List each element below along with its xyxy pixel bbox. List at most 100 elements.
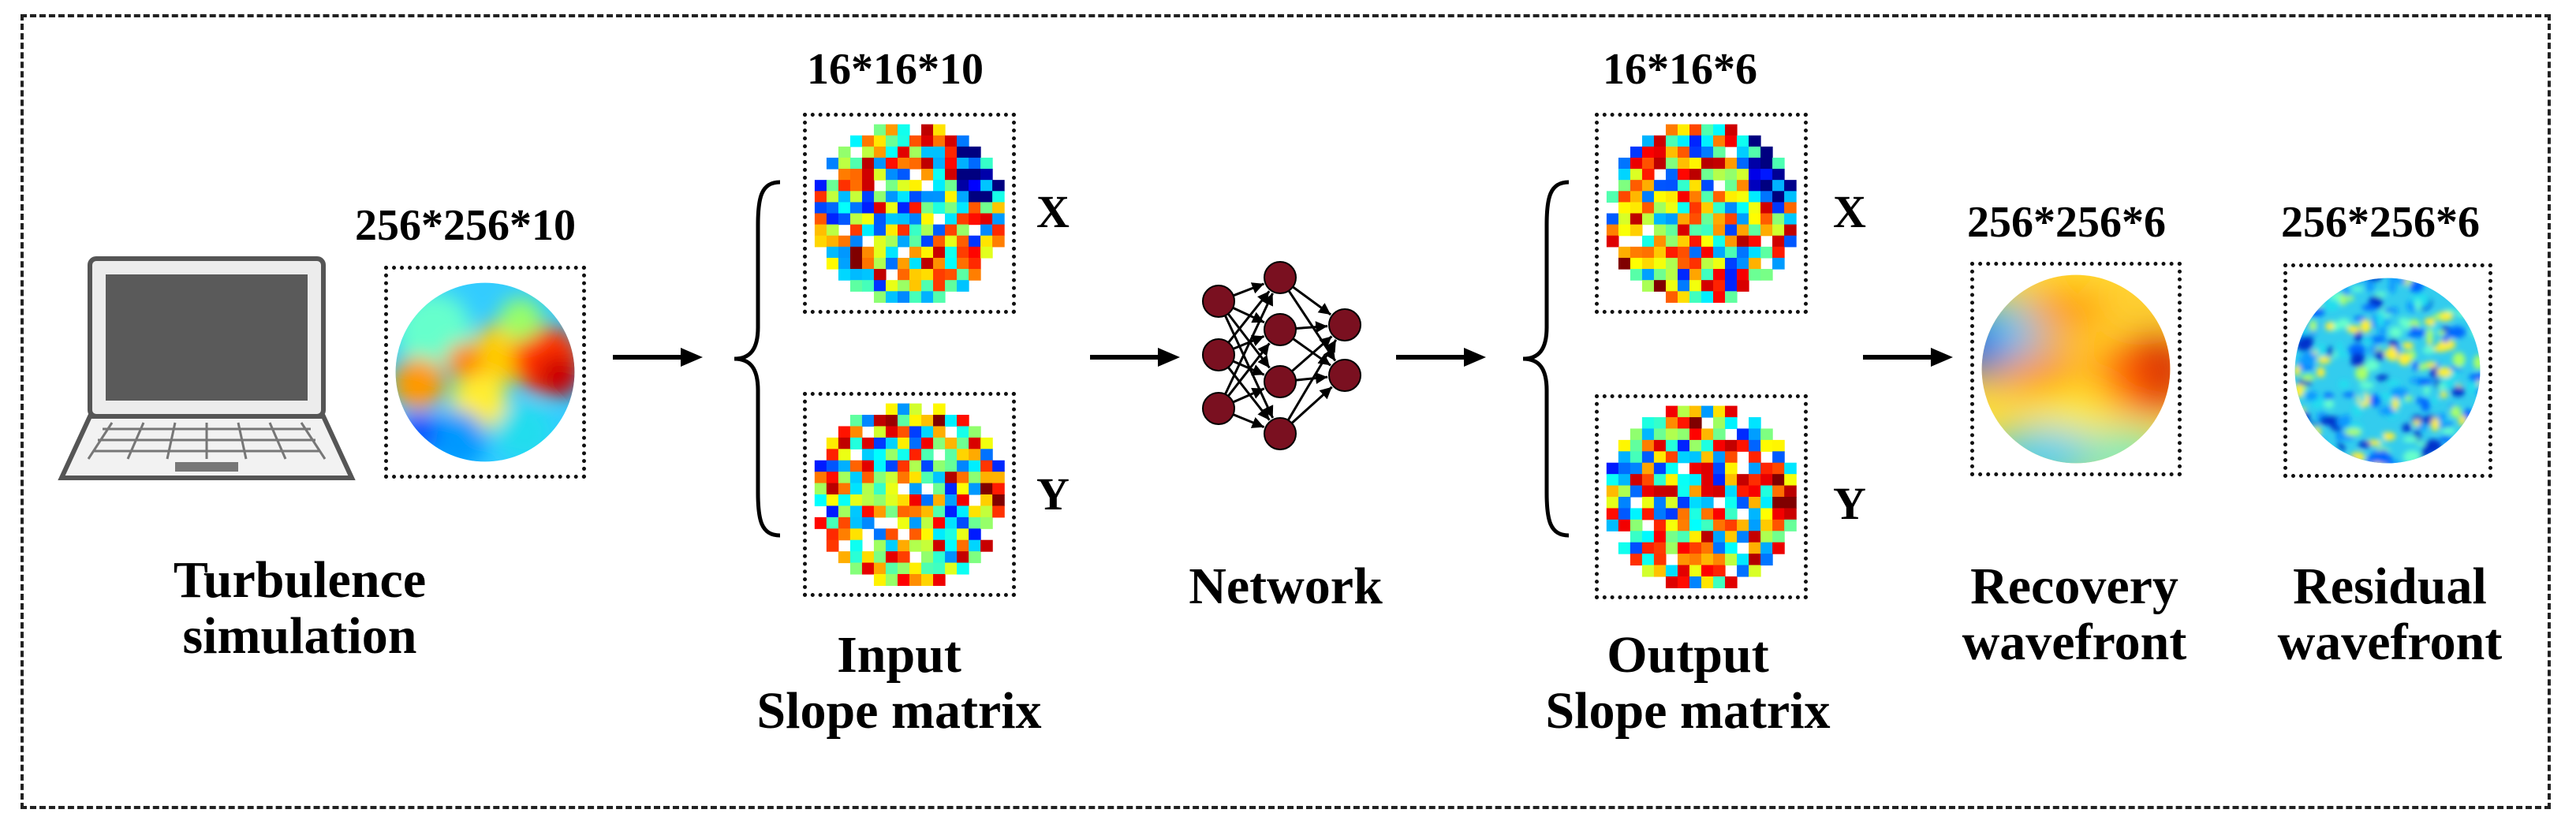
slope-cell bbox=[1630, 146, 1643, 159]
slope-cell bbox=[838, 483, 851, 495]
slope-cell bbox=[921, 246, 934, 259]
slope-cell bbox=[1653, 417, 1667, 430]
slope-cell bbox=[1749, 269, 1761, 281]
slope-cell bbox=[1665, 576, 1678, 588]
slope-cell bbox=[1677, 542, 1690, 554]
slope-cell bbox=[1725, 531, 1738, 543]
slope-cell bbox=[957, 135, 969, 147]
slope-cell bbox=[1689, 269, 1702, 281]
slope-cell bbox=[1701, 257, 1714, 270]
slope-cell bbox=[957, 191, 969, 203]
input-y-label: Y bbox=[1036, 468, 1070, 520]
slope-cell bbox=[909, 213, 922, 226]
slope-cell bbox=[933, 528, 946, 541]
slope-cell bbox=[980, 437, 993, 449]
slope-cell bbox=[897, 257, 910, 270]
slope-cell bbox=[1760, 246, 1773, 259]
slope-cell bbox=[897, 280, 910, 292]
slope-cell bbox=[1665, 417, 1678, 430]
slope-cell bbox=[980, 213, 993, 226]
network-edge bbox=[1286, 339, 1338, 421]
slope-cell bbox=[921, 202, 934, 214]
slope-cell bbox=[1653, 542, 1667, 554]
slope-cell bbox=[1737, 474, 1749, 487]
slope-cell bbox=[1641, 497, 1655, 509]
slope-cell bbox=[921, 528, 934, 541]
slope-cell bbox=[909, 246, 922, 259]
slope-cell bbox=[1630, 519, 1643, 531]
slope-cell bbox=[861, 157, 875, 170]
slope-cell bbox=[1677, 269, 1690, 281]
slope-cell bbox=[1737, 213, 1749, 226]
slope-cell bbox=[1772, 497, 1785, 509]
slope-cell bbox=[1713, 124, 1726, 136]
slope-cell bbox=[945, 415, 958, 427]
slope-cell bbox=[1784, 213, 1797, 226]
slope-cell bbox=[1701, 565, 1714, 577]
slope-cell bbox=[1653, 135, 1667, 147]
slope-cell bbox=[933, 415, 946, 427]
slope-cell bbox=[909, 426, 922, 438]
slope-cell bbox=[992, 494, 1005, 506]
slope-cell bbox=[1641, 202, 1655, 214]
slope-cell bbox=[992, 202, 1005, 214]
slope-cell bbox=[933, 517, 946, 529]
slope-cell bbox=[897, 191, 910, 203]
slope-cell bbox=[885, 180, 898, 192]
slope-cell bbox=[1701, 235, 1714, 248]
slope-cell bbox=[1737, 257, 1749, 270]
slope-cell bbox=[957, 257, 969, 270]
input-caption-line1: Input bbox=[837, 626, 961, 684]
slope-cell bbox=[1630, 531, 1643, 543]
slope-cell bbox=[1725, 542, 1738, 554]
slope-cell bbox=[945, 539, 958, 552]
slope-cell bbox=[1737, 428, 1749, 441]
slope-cell bbox=[1737, 180, 1749, 192]
slope-cell bbox=[849, 180, 863, 192]
slope-cell bbox=[826, 437, 839, 449]
arrow-2 bbox=[1090, 348, 1180, 367]
slope-cell bbox=[1725, 169, 1738, 181]
slope-cell bbox=[933, 472, 946, 484]
slope-cell bbox=[957, 539, 969, 552]
slope-cell bbox=[992, 505, 1005, 518]
slope-cell bbox=[1641, 191, 1655, 203]
slope-cell bbox=[873, 494, 887, 506]
slope-cell bbox=[1701, 224, 1714, 237]
slope-cell bbox=[1784, 485, 1797, 498]
slope-cell bbox=[957, 528, 969, 541]
slope-cell bbox=[885, 437, 898, 449]
slope-cell bbox=[1713, 531, 1726, 543]
slope-cell bbox=[861, 483, 875, 495]
slope-cell bbox=[1737, 519, 1749, 531]
network-edge bbox=[1227, 366, 1271, 421]
slope-cell bbox=[933, 191, 946, 203]
slope-cell bbox=[1653, 280, 1667, 292]
slope-cell bbox=[849, 437, 863, 449]
network-node bbox=[1202, 285, 1235, 318]
slope-cell bbox=[1641, 213, 1655, 226]
slope-cell bbox=[1772, 169, 1785, 181]
outer-dashed-frame bbox=[21, 14, 2551, 809]
output-brace bbox=[1522, 180, 1570, 538]
slope-cell bbox=[1665, 269, 1678, 281]
slope-cell bbox=[1701, 202, 1714, 214]
slope-cell bbox=[897, 291, 910, 303]
slope-cell bbox=[969, 246, 981, 259]
slope-cell bbox=[1749, 417, 1761, 430]
slope-cell bbox=[1677, 280, 1690, 292]
slope-cell bbox=[849, 269, 863, 281]
slope-cell bbox=[1701, 497, 1714, 509]
slope-cell bbox=[957, 146, 969, 159]
slope-cell bbox=[957, 460, 969, 472]
slope-cell bbox=[897, 551, 910, 564]
slope-cell bbox=[1653, 157, 1667, 170]
slope-cell bbox=[826, 213, 839, 226]
slope-cell bbox=[849, 562, 863, 575]
slope-cell bbox=[909, 403, 922, 416]
slope-cell bbox=[1725, 213, 1738, 226]
slope-cell bbox=[933, 202, 946, 214]
slope-cell bbox=[1689, 576, 1702, 588]
slope-cell bbox=[1713, 202, 1726, 214]
slope-cell bbox=[1677, 157, 1690, 170]
